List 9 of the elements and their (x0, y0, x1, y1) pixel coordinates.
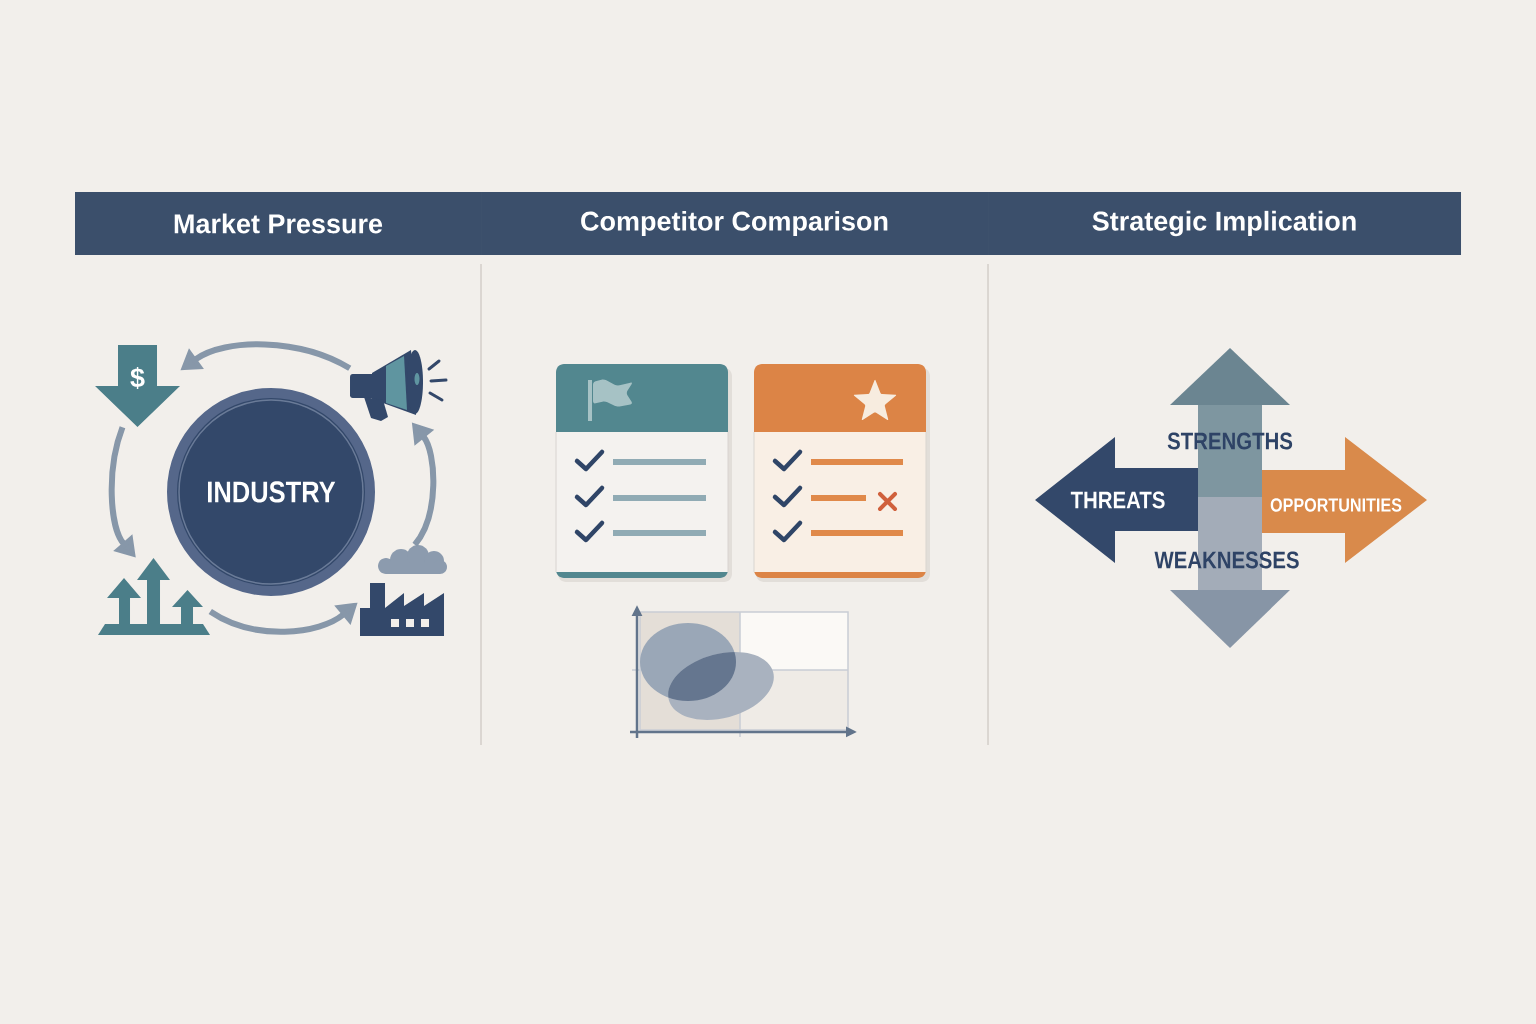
node-label: Market Pressure (174, 213, 383, 234)
header-cell: Market Pressure (75, 192, 481, 255)
megaphone-icon (350, 350, 448, 421)
factory-icon (360, 545, 447, 636)
node-label: Competitor Comparison (581, 210, 888, 237)
header-cell: Strategic Implication (988, 192, 1461, 255)
up-arrows-icon (98, 558, 210, 635)
header-cell: Competitor Comparison (481, 192, 988, 255)
node-label: Strategic Implication (1092, 210, 1356, 237)
